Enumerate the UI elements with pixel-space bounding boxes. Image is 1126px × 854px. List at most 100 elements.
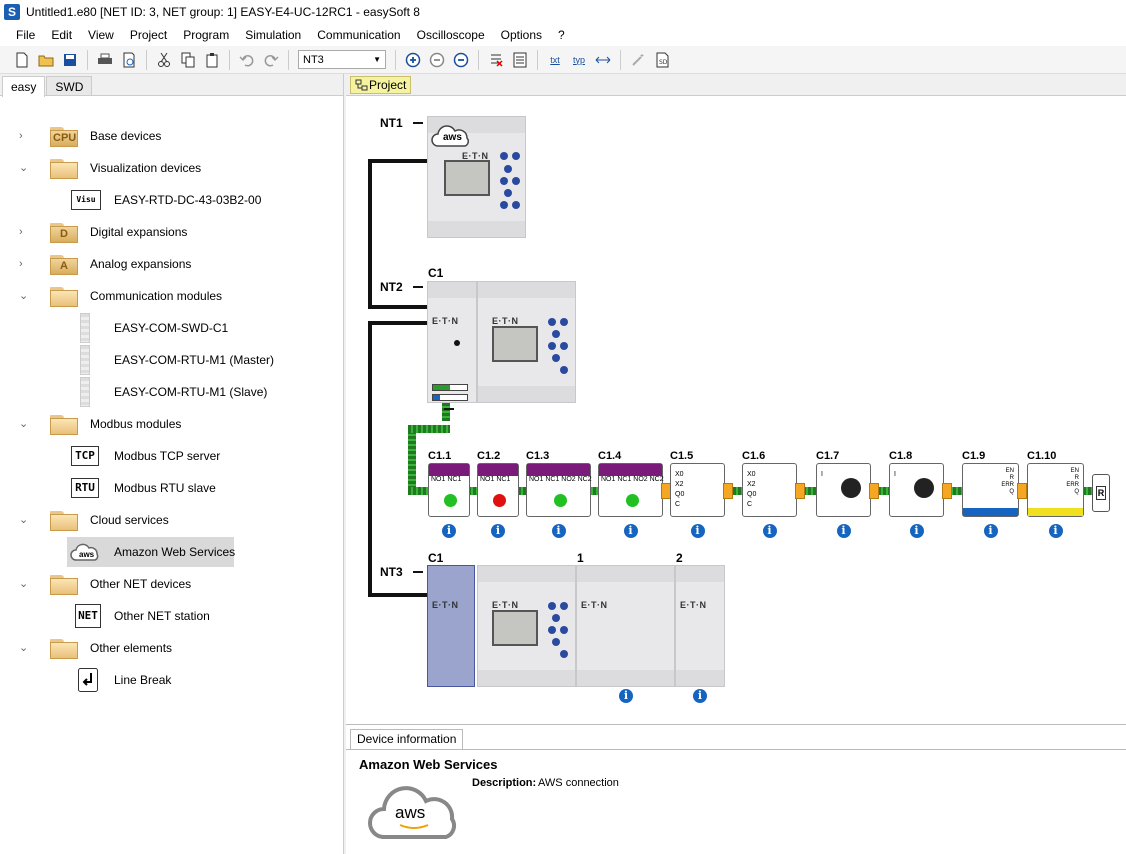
info-icon[interactable]: i: [693, 689, 707, 703]
tree-item-visualization-devices[interactable]: ⌄ Visualization devices: [0, 152, 342, 184]
menu-oscilloscope[interactable]: Oscilloscope: [416, 28, 485, 42]
module-port-labels: I: [821, 470, 823, 480]
nt2-base-device[interactable]: E·T·N: [477, 281, 576, 403]
tree-item-modbus-modules[interactable]: ⌄ Modbus modules: [0, 408, 342, 440]
nt3-base-device[interactable]: E·T·N: [477, 565, 576, 687]
tab-swd[interactable]: SWD: [46, 76, 93, 95]
sd-card-button[interactable]: SD: [651, 49, 673, 71]
info-icon[interactable]: i: [619, 689, 633, 703]
print-button[interactable]: [94, 49, 116, 71]
tree-item-base-devices[interactable]: › CPU Base devices: [0, 120, 342, 152]
fit-width-icon: [595, 56, 611, 63]
io-module-c1-7[interactable]: I: [816, 463, 871, 517]
chevron-right-icon: ›: [19, 226, 23, 238]
menu-help[interactable]: ?: [558, 28, 565, 42]
tree-item-modbus-rtu[interactable]: RTU Modbus RTU slave: [0, 472, 342, 504]
info-icon[interactable]: i: [491, 524, 505, 538]
save-button[interactable]: [59, 49, 81, 71]
io-module-c1-2[interactable]: NO1 NC1: [477, 463, 519, 517]
copy-button[interactable]: [177, 49, 199, 71]
net-station-select[interactable]: NT3 ▼: [298, 50, 386, 69]
tree-item-digital-expansions[interactable]: › D Digital expansions: [0, 216, 342, 248]
paste-button[interactable]: [201, 49, 223, 71]
tree-item-com-swd[interactable]: EASY-COM-SWD-C1: [0, 312, 342, 344]
fit-width-button[interactable]: [592, 49, 614, 71]
txt-button[interactable]: txt: [544, 49, 566, 71]
delete-button[interactable]: [485, 49, 507, 71]
nt3-expansion-2[interactable]: E·T·N: [675, 565, 725, 687]
info-icon[interactable]: i: [1048, 524, 1063, 538]
print-preview-button[interactable]: [118, 49, 140, 71]
device-information-panel: Device information Amazon Web Services D…: [346, 724, 1126, 854]
collapse-icon[interactable]: [411, 117, 425, 129]
tree-item-analog-expansions[interactable]: › A Analog expansions: [0, 248, 342, 280]
tree-item-other-net-devices[interactable]: ⌄ Other NET devices: [0, 568, 342, 600]
undo-button[interactable]: [236, 49, 258, 71]
c1-label: C1: [428, 266, 444, 280]
zoom-in-button[interactable]: [402, 49, 424, 71]
collapse-icon[interactable]: [442, 403, 456, 415]
new-file-button[interactable]: [11, 49, 33, 71]
menu-simulation[interactable]: Simulation: [245, 28, 302, 42]
open-button[interactable]: [35, 49, 57, 71]
typ-button[interactable]: typ: [568, 49, 590, 71]
info-icon[interactable]: i: [551, 524, 566, 538]
tree-item-other-net-station[interactable]: NET Other NET station: [0, 600, 342, 632]
tree-item-other-elements[interactable]: ⌄ Other elements: [0, 632, 342, 664]
tab-project-label: Project: [369, 78, 407, 92]
nt1-base-device[interactable]: E·T·N: [427, 116, 526, 238]
nt2-com-module[interactable]: E·T·N: [427, 281, 477, 403]
redo-button[interactable]: [260, 49, 282, 71]
tab-easy[interactable]: easy: [2, 76, 46, 97]
tree-item-communication-modules[interactable]: ⌄ Communication modules: [0, 280, 342, 312]
analog-folder-icon: A: [50, 253, 80, 275]
info-icon[interactable]: i: [983, 524, 998, 538]
tab-project[interactable]: Project: [350, 76, 412, 94]
info-icon[interactable]: i: [690, 524, 705, 538]
io-module-c1-4[interactable]: NO1 NC1 NO2 NC2: [598, 463, 664, 517]
menu-options[interactable]: Options: [500, 28, 542, 42]
menu-edit[interactable]: Edit: [51, 28, 73, 42]
tree-item-aws[interactable]: aws Amazon Web Services: [0, 536, 342, 568]
menu-view[interactable]: View: [88, 28, 114, 42]
info-icon[interactable]: i: [442, 524, 456, 538]
bus-terminator[interactable]: R: [1092, 474, 1110, 512]
tree-item-com-rtu-slave[interactable]: EASY-COM-RTU-M1 (Slave): [0, 376, 342, 408]
bus-connector: [942, 483, 952, 499]
menu-file[interactable]: File: [16, 28, 36, 42]
tree-item-line-break[interactable]: Line Break: [0, 664, 342, 696]
chevron-right-icon: ›: [19, 258, 23, 270]
info-icon[interactable]: i: [762, 524, 777, 538]
tree-item-com-rtu-master[interactable]: EASY-COM-RTU-M1 (Master): [0, 344, 342, 376]
zoom-reset-button[interactable]: [426, 49, 448, 71]
menu-project[interactable]: Project: [129, 28, 168, 42]
net-wire: [368, 159, 428, 163]
wand-button[interactable]: [627, 49, 649, 71]
network-canvas[interactable]: NT1 E·T·N aws C1 NT2 E·T·N E·T·N: [346, 97, 1126, 722]
tree-item-cloud-services[interactable]: ⌄ Cloud services: [0, 504, 342, 536]
cut-button[interactable]: [153, 49, 175, 71]
info-icon[interactable]: i: [836, 524, 851, 538]
tab-device-information[interactable]: Device information: [350, 729, 464, 749]
info-icon[interactable]: i: [909, 524, 924, 538]
collapse-icon[interactable]: [411, 566, 425, 578]
nt3-expansion-1[interactable]: E·T·N: [576, 565, 675, 687]
io-module-c1-8[interactable]: I: [889, 463, 944, 517]
io-module-c1-1[interactable]: NO1 NC1: [428, 463, 470, 517]
module-port-label: X0: [747, 471, 756, 478]
tree-item-modbus-tcp[interactable]: TCP Modbus TCP server: [0, 440, 342, 472]
menu-program[interactable]: Program: [183, 28, 230, 42]
properties-button[interactable]: [509, 49, 531, 71]
tree-item-easy-rtd[interactable]: Visu EASY-RTD-DC-43-03B2-00: [0, 184, 342, 216]
module-port-label: I: [894, 471, 896, 478]
collapse-icon[interactable]: [411, 281, 425, 293]
menu-communication[interactable]: Communication: [317, 28, 401, 42]
zoom-out-button[interactable]: [450, 49, 472, 71]
info-icon[interactable]: i: [623, 524, 638, 538]
io-module-c1-3[interactable]: NO1 NC1 NO2 NC2: [526, 463, 592, 517]
nt3-com-module-selected[interactable]: E·T·N: [427, 565, 475, 687]
